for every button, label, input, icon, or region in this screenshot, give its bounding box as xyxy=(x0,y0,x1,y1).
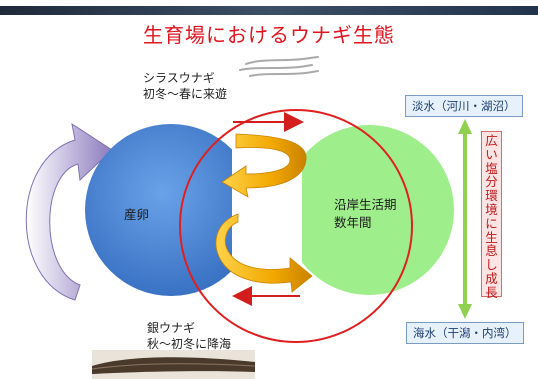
coastal-stage-duration: 数年間 xyxy=(334,215,372,230)
glass-eel-name: シラスウナギ xyxy=(143,71,215,85)
header-strip xyxy=(0,0,538,15)
seawater-box: 海水（干潟・内湾） xyxy=(406,322,524,344)
coastal-stage-name: 沿岸生活期 xyxy=(334,197,397,212)
coastal-circle xyxy=(284,125,454,295)
glass-eel-label: シラスウナギ 初冬～春に来遊 xyxy=(143,70,227,102)
migration-loop-icon xyxy=(215,133,313,293)
ocean-circle xyxy=(85,124,257,296)
growth-range-circle xyxy=(179,109,413,343)
slide-title: 生育場におけるウナギ生態 xyxy=(143,23,395,47)
silver-eel-name: 銀ウナギ xyxy=(147,321,196,335)
spawning-label: 産卵 xyxy=(124,207,150,222)
glass-eel-season: 初冬～春に来遊 xyxy=(143,87,228,101)
salinity-note: 広い塩分環境に生息し成長 xyxy=(481,131,502,299)
cycle-arrow-icon xyxy=(25,122,113,301)
silver-eel-photo xyxy=(91,350,256,379)
glass-eel-icon xyxy=(239,56,319,77)
salinity-range-arrow xyxy=(458,119,472,319)
freshwater-box: 淡水（河川・湖沼） xyxy=(405,95,523,117)
silver-eel-label: 銀ウナギ 秋～初冬に降海 xyxy=(147,320,231,352)
coastal-label: 沿岸生活期 数年間 xyxy=(334,196,397,232)
silver-eel-season: 秋～初冬に降海 xyxy=(147,337,232,351)
